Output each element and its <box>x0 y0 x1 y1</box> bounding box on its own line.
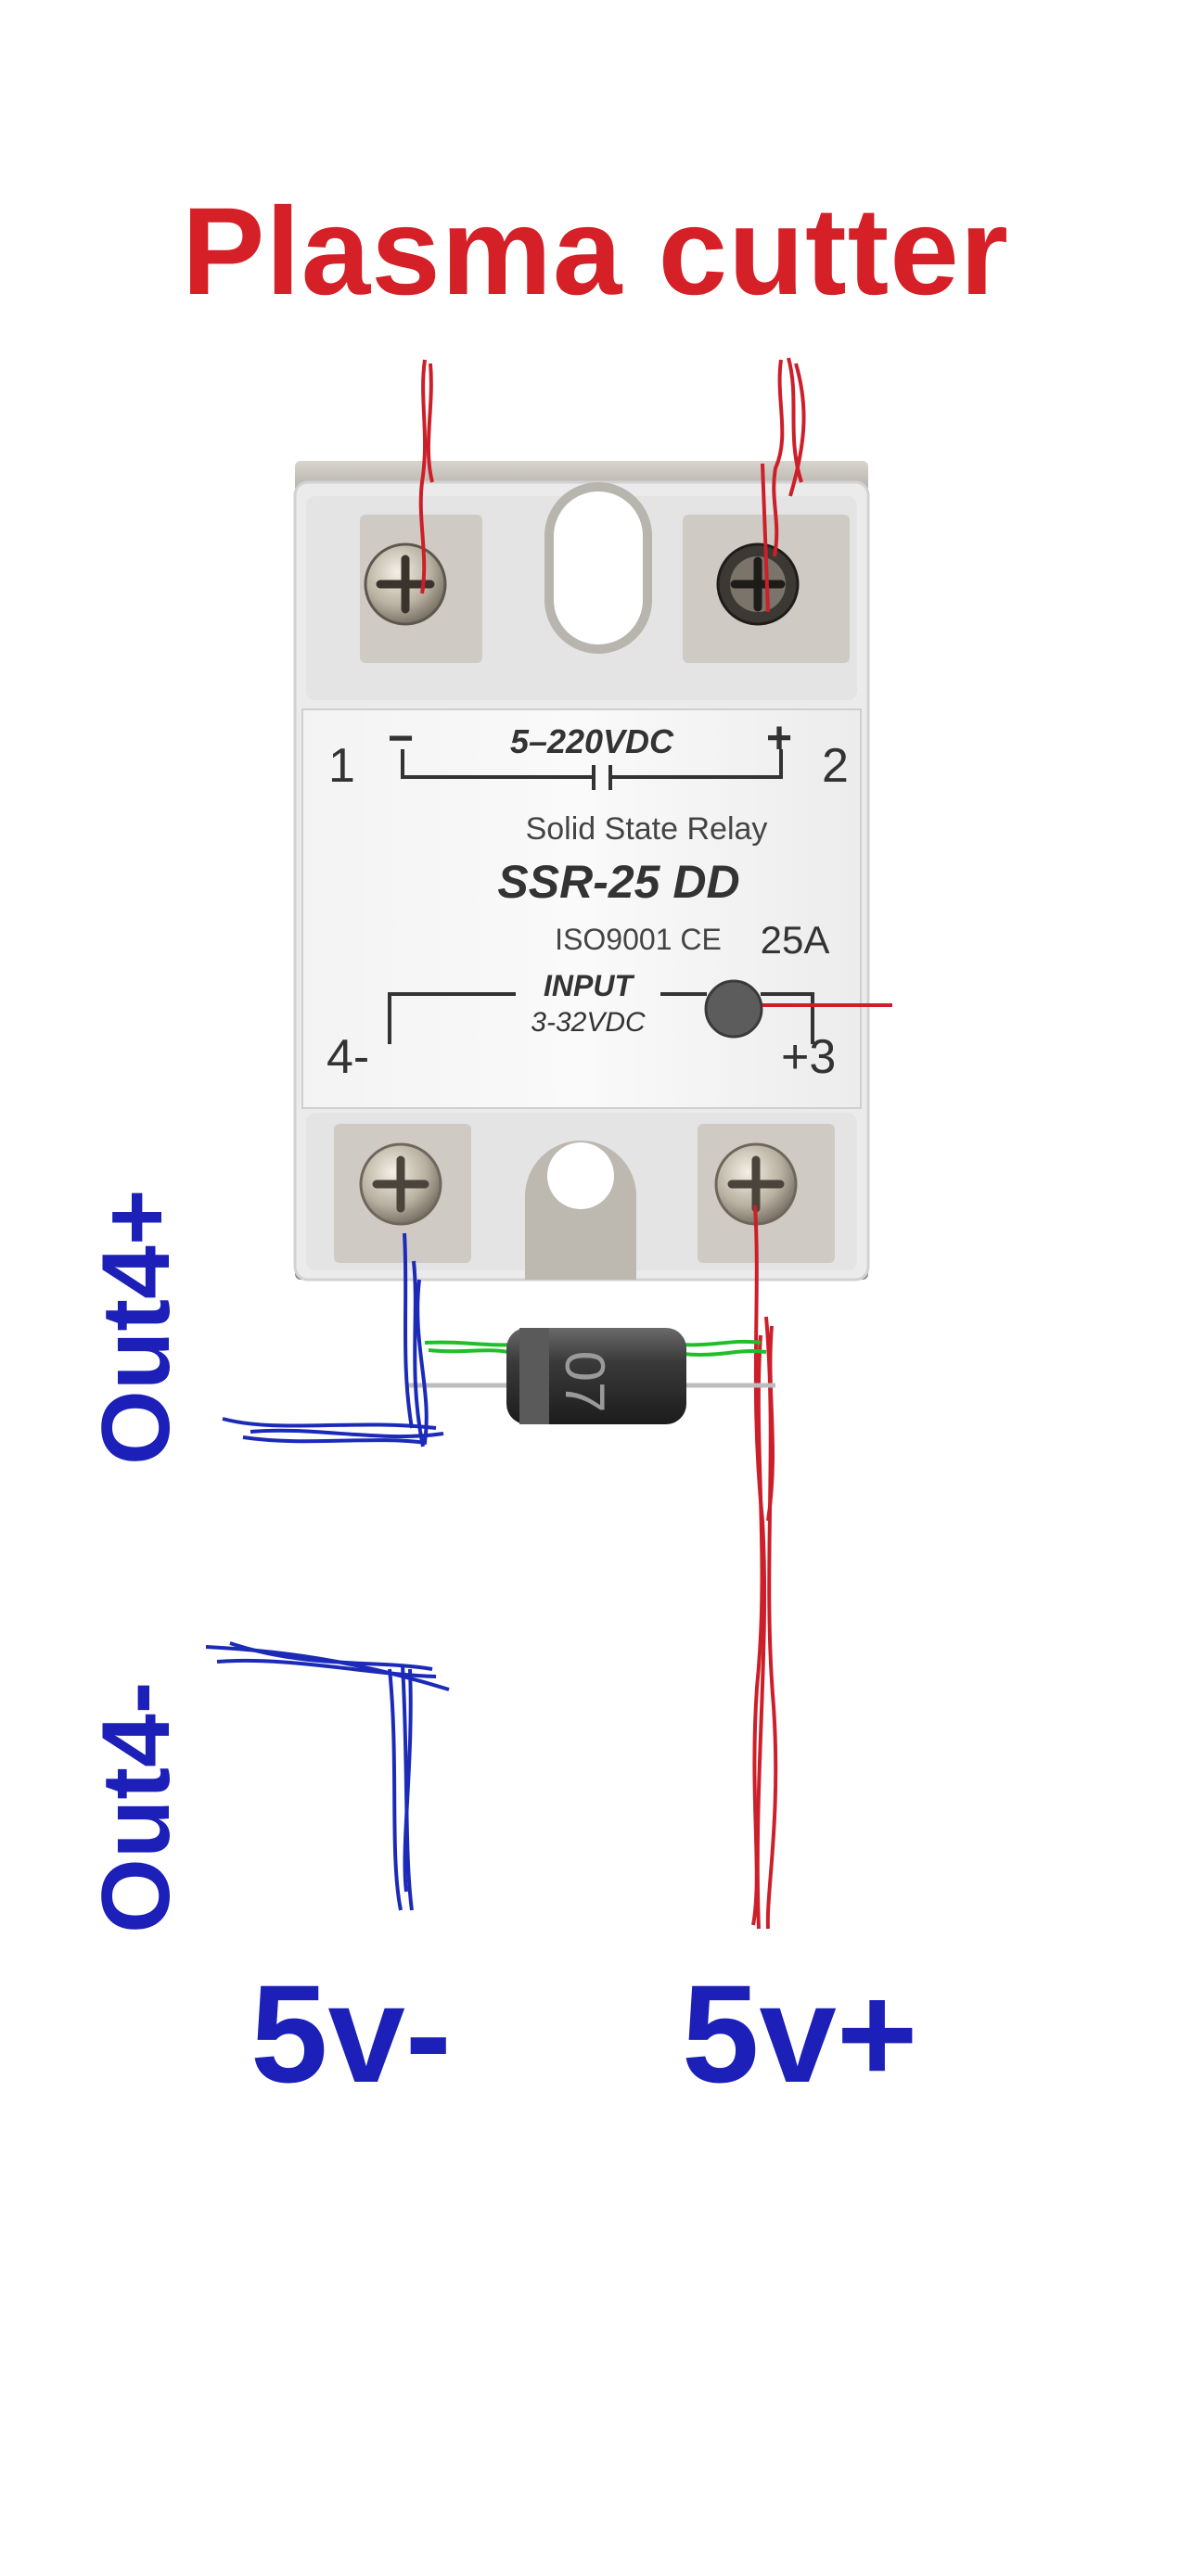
output-bracket <box>401 749 783 779</box>
led-indicator <box>704 979 763 1039</box>
output-plus-label: + <box>766 714 792 763</box>
terminal-3-label: +3 <box>781 1030 836 1084</box>
out4-minus-label: Out4- <box>83 1681 190 1933</box>
relay-label-panel <box>301 708 862 1109</box>
red-wire-5v-plus <box>751 1205 778 1930</box>
screw-icon <box>359 1142 442 1226</box>
blue-wire-out-plus <box>222 1232 444 1447</box>
screw-icon <box>714 1142 798 1226</box>
diode-band <box>519 1328 549 1424</box>
input-bracket <box>388 992 814 1044</box>
diode: 07 <box>408 1328 775 1424</box>
input-voltage-label: 3-32VDC <box>531 1007 646 1038</box>
blue-wire-out-minus <box>205 1641 450 1911</box>
red-wire-top-right <box>761 357 806 613</box>
terminal-2-label: 2 <box>822 739 849 793</box>
relay-model-label: SSR-25 DD <box>497 856 739 908</box>
red-wire-top-left <box>418 359 434 594</box>
title: Plasma cutter <box>182 183 1009 321</box>
5v-minus-label: 5v- <box>250 1956 452 2111</box>
diode-marking: 07 <box>554 1351 616 1413</box>
output-voltage-label: 5–220VDC <box>510 722 674 760</box>
relay-type-label: Solid State Relay <box>526 811 768 847</box>
screw-icon <box>716 542 800 626</box>
certification-label: ISO9001 CE <box>555 923 722 956</box>
screw-icon <box>364 542 447 626</box>
input-label: INPUT <box>544 969 634 1002</box>
solid-state-relay: 1 2 − + 5–220VDC Solid State Relay SSR-2… <box>293 461 870 1282</box>
output-minus-label: − <box>388 714 414 763</box>
terminal-4-label: 4- <box>327 1030 369 1084</box>
current-rating-label: 25A <box>761 918 830 962</box>
mounting-slot-top <box>544 482 652 654</box>
out4-plus-label: Out4+ <box>83 1189 190 1465</box>
5v-plus-label: 5v+ <box>682 1956 918 2111</box>
diode-body <box>506 1328 686 1424</box>
terminal-1-label: 1 <box>328 739 355 793</box>
